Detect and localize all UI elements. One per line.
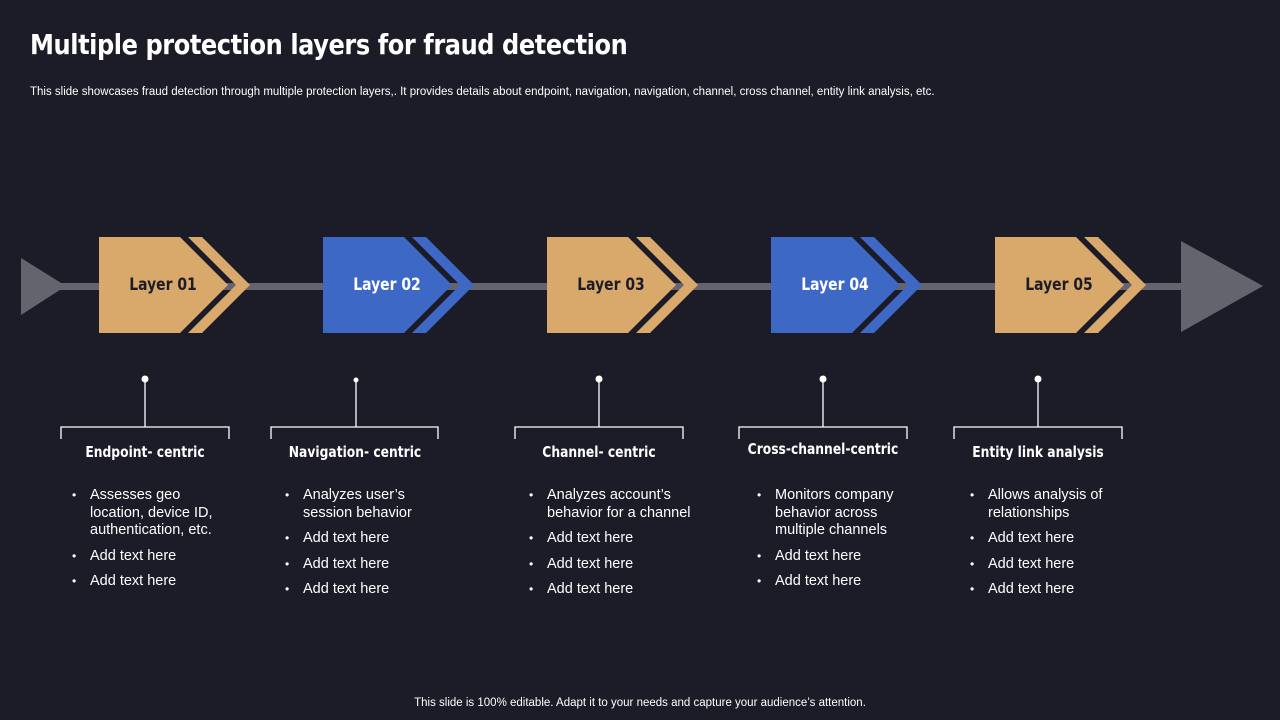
list-item: Add text here bbox=[968, 556, 1128, 574]
layer-01-label: Layer 01 bbox=[129, 275, 197, 295]
slide-footer: This slide is 100% editable. Adapt it to… bbox=[414, 697, 866, 709]
list-item: Add text here bbox=[283, 581, 443, 599]
list-item: Add text here bbox=[755, 548, 915, 566]
layer-01-chevron[interactable] bbox=[99, 237, 250, 333]
layer-05-connector bbox=[953, 375, 1123, 439]
list-item: Add text here bbox=[283, 556, 443, 574]
list-item: Monitors company behavior across multipl… bbox=[755, 487, 915, 540]
layer-04-connector bbox=[738, 375, 908, 439]
layer-02-label: Layer 02 bbox=[353, 275, 421, 295]
layer-01-connector bbox=[60, 375, 230, 439]
layer-05-label: Layer 05 bbox=[1025, 275, 1093, 295]
layer-04-heading: Cross-channel-centric bbox=[747, 440, 899, 458]
list-item: Add text here bbox=[527, 556, 707, 574]
layer-03-chevron[interactable] bbox=[547, 237, 698, 333]
layer-03-label: Layer 03 bbox=[577, 275, 645, 295]
list-item: Add text here bbox=[283, 530, 443, 548]
list-item: Add text here bbox=[527, 530, 707, 548]
layer-03-connector bbox=[514, 375, 684, 439]
slide-title: Multiple protection layers for fraud det… bbox=[30, 28, 628, 61]
layer-02-chevron[interactable] bbox=[323, 237, 474, 333]
axis-end-arrowhead bbox=[1181, 241, 1263, 332]
layer-02-heading: Navigation- centric bbox=[288, 443, 422, 461]
list-item: Add text here bbox=[527, 581, 707, 599]
list-item: Assesses geo location, device ID, authen… bbox=[70, 487, 230, 540]
layer-02-connector bbox=[270, 377, 439, 439]
list-item: Add text here bbox=[755, 573, 915, 591]
list-item: Analyzes account’s behavior for a channe… bbox=[527, 487, 707, 522]
list-item: Add text here bbox=[968, 530, 1128, 548]
list-item: Allows analysis of relationships bbox=[968, 487, 1128, 522]
layer-05-bullet-list: Allows analysis of relationships Add tex… bbox=[968, 487, 1128, 607]
list-item: Add text here bbox=[70, 573, 230, 591]
layer-05-heading: Entity link analysis bbox=[972, 443, 1104, 461]
layer-04-bullet-list: Monitors company behavior across multipl… bbox=[755, 487, 915, 599]
layer-01-bullet-list: Assesses geo location, device ID, authen… bbox=[70, 487, 230, 599]
axis-start-arrowhead bbox=[21, 258, 66, 315]
list-item: Add text here bbox=[968, 581, 1128, 599]
layer-04-chevron[interactable] bbox=[771, 237, 922, 333]
layer-02-bullet-list: Analyzes user’s session behavior Add tex… bbox=[283, 487, 443, 607]
layer-03-heading: Channel- centric bbox=[542, 443, 656, 461]
layer-03-bullet-list: Analyzes account’s behavior for a channe… bbox=[527, 487, 707, 607]
layer-04-label: Layer 04 bbox=[801, 275, 869, 295]
layer-05-chevron[interactable] bbox=[995, 237, 1146, 333]
list-item: Analyzes user’s session behavior bbox=[283, 487, 443, 522]
layer-01-heading: Endpoint- centric bbox=[85, 443, 205, 461]
list-item: Add text here bbox=[70, 548, 230, 566]
slide-subtitle: This slide showcases fraud detection thr… bbox=[30, 86, 935, 98]
